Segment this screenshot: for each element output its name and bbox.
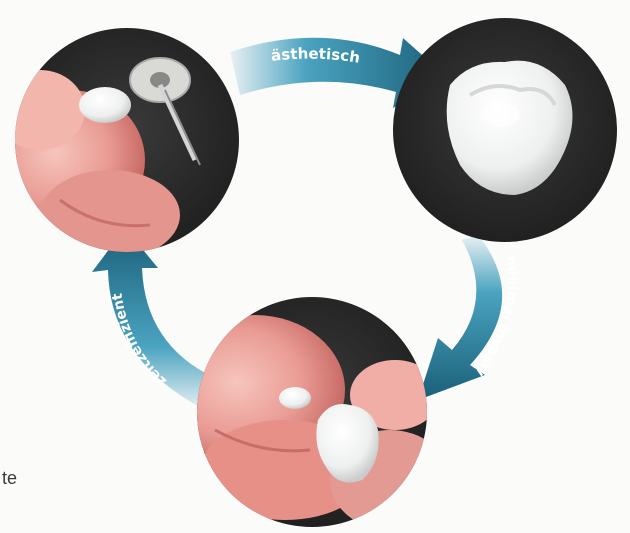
node-fingers-crown-image	[165, 297, 450, 530]
node-grinding-image	[0, 28, 239, 260]
node-crown-image	[393, 18, 617, 242]
arrow-zeitzeffizient: zeitzeffizient	[92, 228, 215, 410]
cropped-text-fragment: te	[2, 468, 17, 489]
arrow-minimal-invasiv: minimal invasiv	[418, 235, 521, 400]
